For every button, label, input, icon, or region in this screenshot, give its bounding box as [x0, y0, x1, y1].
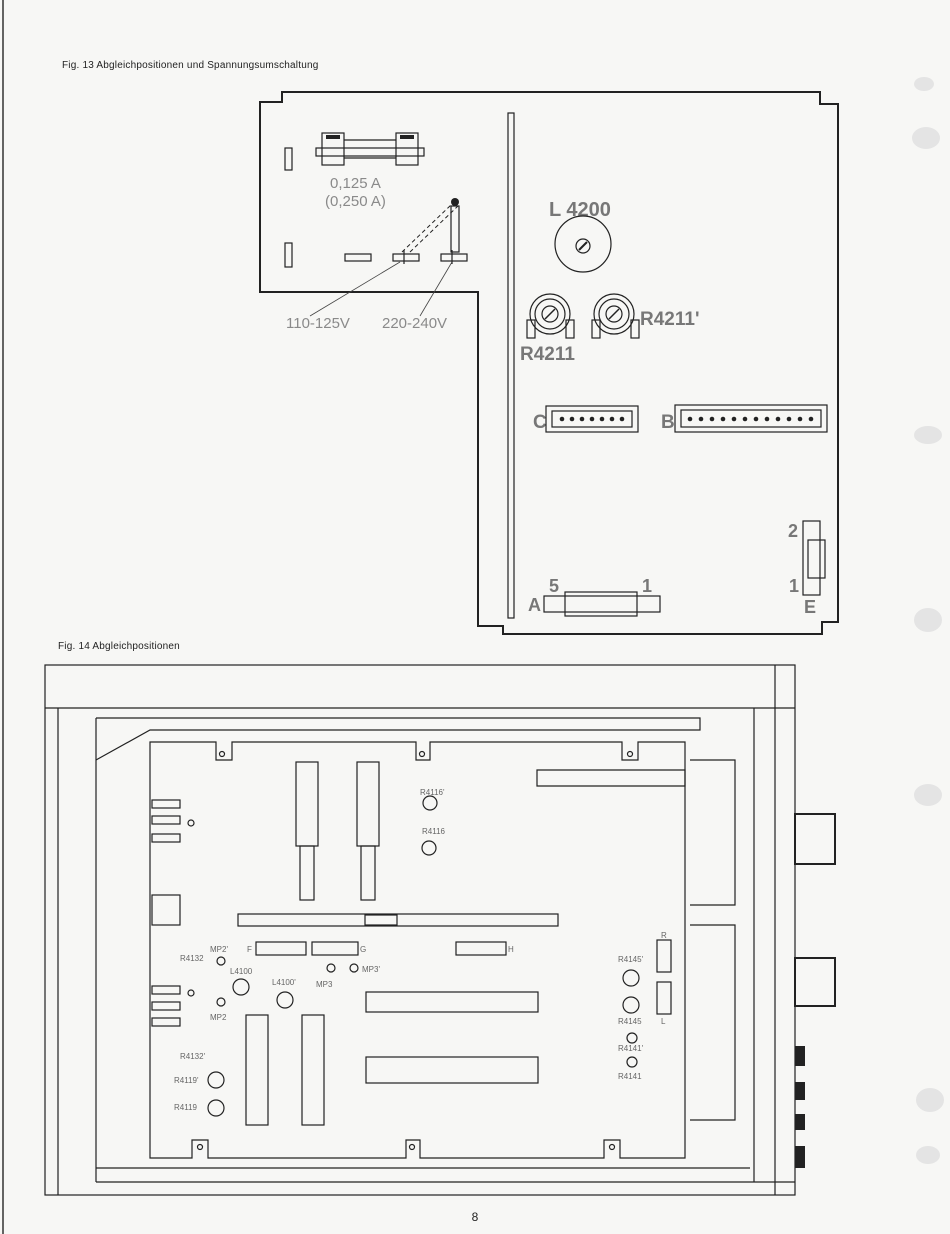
connector-b-pins	[688, 417, 814, 422]
label-h: H	[508, 945, 514, 954]
page-number: 8	[0, 1210, 950, 1224]
connector-b	[675, 405, 827, 432]
pot-left-label: R4211	[520, 344, 575, 365]
trimmer-r4211	[527, 294, 574, 338]
connector-e-label: E	[804, 597, 816, 617]
connector-pin	[688, 417, 693, 422]
fig14-main-board	[150, 742, 685, 1158]
connector-pin	[721, 417, 726, 422]
connector-pin	[600, 417, 605, 422]
label-mp2p: MP2'	[210, 945, 228, 954]
connector-pin	[798, 417, 803, 422]
e-pin-2: 2	[788, 521, 798, 541]
label-r4132p: R4132'	[180, 1052, 206, 1061]
label-r4119: R4119	[174, 1103, 198, 1112]
fig14-left-terminals	[152, 800, 194, 1026]
label-r4145: R4145	[618, 1017, 642, 1026]
connector-pin	[570, 417, 575, 422]
label-f: F	[247, 945, 252, 954]
label-r4132: R4132	[180, 954, 204, 963]
fuse-label-1: 0,125 A	[330, 175, 381, 192]
voltage-high-label: 220-240V	[382, 315, 447, 332]
connector-pin	[765, 417, 770, 422]
fuse-label-2: (0,250 A)	[325, 193, 386, 210]
connector-pin	[732, 417, 737, 422]
connector-pin	[710, 417, 715, 422]
connector-pin	[743, 417, 748, 422]
component-left-top	[285, 148, 292, 170]
fuse-holder	[316, 133, 424, 165]
label-r4141: R4141	[618, 1072, 642, 1081]
connector-pin	[776, 417, 781, 422]
fig14-trimmers	[208, 796, 671, 1116]
connector-c-label: C	[533, 412, 547, 433]
coil-label: L 4200	[549, 199, 611, 221]
connector-pin	[590, 417, 595, 422]
connector-pin	[610, 417, 615, 422]
a-pin-1: 1	[642, 576, 652, 596]
trimmer-r4211-prime	[592, 294, 639, 338]
label-g: G	[360, 945, 366, 954]
label-r4116p: R4116'	[420, 788, 445, 797]
connector-pin	[580, 417, 585, 422]
voltage-selector	[310, 198, 467, 316]
label-l4100p: L4100'	[272, 978, 296, 987]
connector-b-label: B	[661, 412, 675, 433]
fig14-right-sockets	[690, 760, 835, 1168]
label-r4119p: R4119'	[174, 1076, 199, 1085]
connector-pin	[787, 417, 792, 422]
fig14-chassis	[45, 665, 795, 1195]
connector-a-label: A	[528, 595, 541, 615]
label-mp2: MP2	[210, 1013, 227, 1022]
component-left-bottom	[285, 243, 292, 267]
connector-c-pins	[560, 417, 625, 422]
e-pin-1: 1	[789, 576, 799, 596]
connector-pin	[754, 417, 759, 422]
connector-pin	[699, 417, 704, 422]
pot-right-label: R4211'	[640, 309, 699, 330]
connector-pin	[560, 417, 565, 422]
connector-pin	[620, 417, 625, 422]
label-mp3: MP3	[316, 980, 333, 989]
label-l: L	[661, 1017, 666, 1026]
connector-pin	[809, 417, 814, 422]
label-l4100: L4100	[230, 967, 253, 976]
label-r: R	[661, 931, 667, 940]
label-r4116: R4116	[422, 827, 446, 836]
voltage-low-label: 110-125V	[286, 315, 350, 332]
label-r4145p: R4145'	[618, 955, 644, 964]
connector-e	[803, 521, 825, 595]
label-r4141p: R4141'	[618, 1044, 644, 1053]
a-pin-5: 5	[549, 576, 559, 596]
binder-holes	[912, 77, 944, 1164]
coil-l4200	[555, 216, 611, 272]
label-mp3p: MP3'	[362, 965, 380, 974]
